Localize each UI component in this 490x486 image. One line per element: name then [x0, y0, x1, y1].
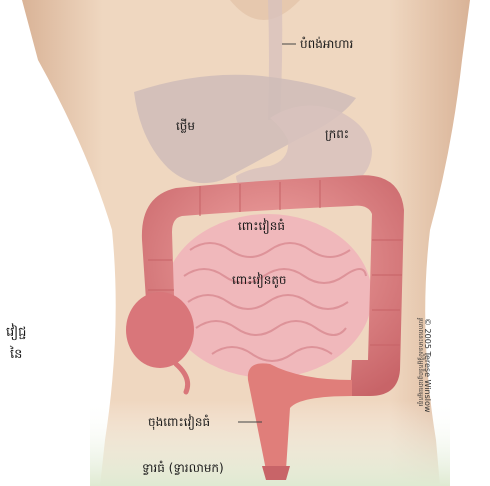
anus-shape	[262, 466, 290, 480]
label-small-intestine: ពោះវៀនតូច	[232, 274, 287, 286]
copyright-credit: © 2005 Terese Winslow រូបភាពនេះមានសិទ្ធិ…	[416, 318, 432, 454]
label-liver: ថ្លើម	[176, 120, 195, 132]
side-text-line1: វៀជ្ជ	[6, 326, 26, 339]
small-intestine-mass	[164, 214, 372, 378]
label-esophagus: បំពង់អាហារ	[300, 38, 353, 50]
label-stomach: ក្រពះ	[325, 128, 349, 140]
cecum-shape	[126, 292, 194, 368]
label-anus: ទ្វារធំ (ទ្វារលាមក)	[142, 462, 224, 474]
label-rectum: ចុងពោះវៀនធំ	[148, 416, 210, 428]
side-text-line2: នៃ	[10, 348, 22, 361]
label-large-intestine: ពោះវៀនធំ	[238, 220, 285, 232]
copyright-text: © 2005 Terese Winslow	[423, 318, 432, 454]
copyright-note: រូបភាពនេះមានសិទ្ធិអ្នកនិពន្ធដោយអ្នកគូរ	[416, 318, 423, 454]
